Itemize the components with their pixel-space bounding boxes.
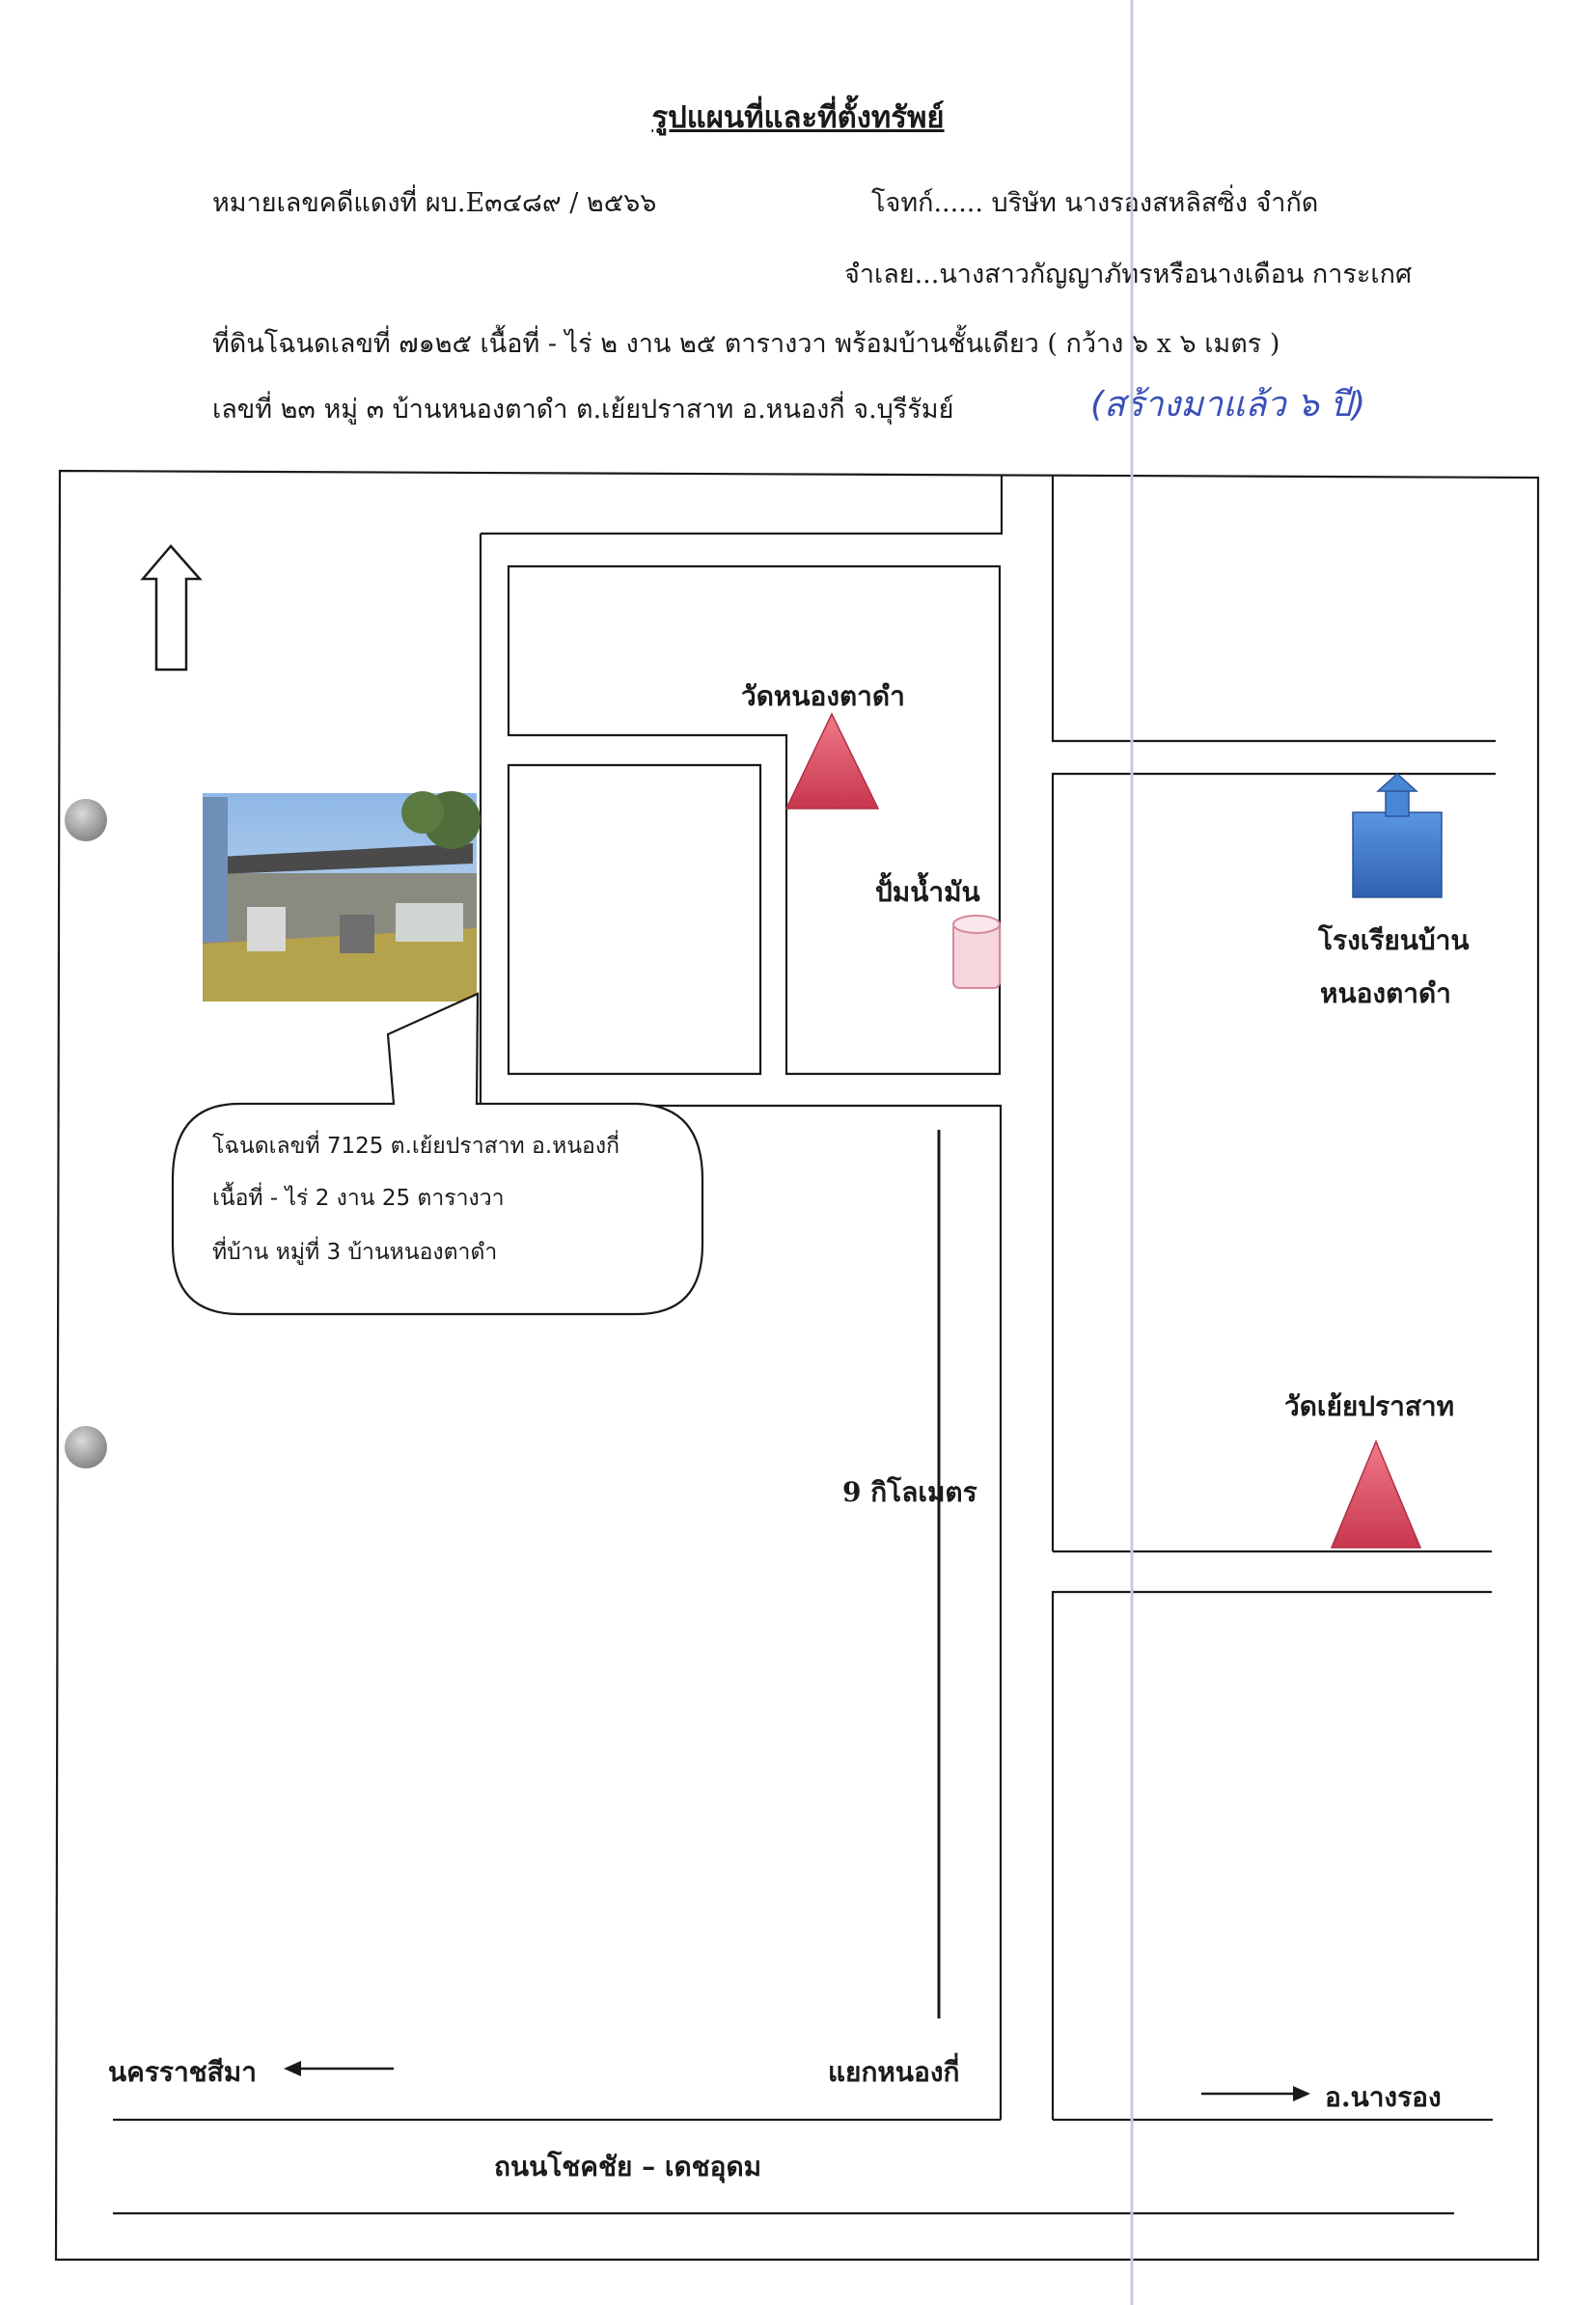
- road-edge: [481, 476, 1004, 535]
- distance-label: 9 กิโลเมตร: [842, 1476, 977, 1508]
- case-number: หมายเลขคดีแดงที่ ผบ.E๓๔๘๙ / ๒๕๖๖: [212, 188, 657, 218]
- property-photo: [203, 791, 481, 1002]
- plaintiff: โจทก์...... บริษัท นางรองสหลิสซิ่ง จำกัด: [871, 188, 1319, 218]
- block: [507, 763, 762, 1076]
- direction-right-label: อ.นางรอง: [1325, 2081, 1442, 2113]
- temple-label: วัดเย้ยปราสาท: [1284, 1390, 1455, 1422]
- direction-left-label: นครราชสีมา: [108, 2056, 257, 2088]
- school-icon: [1352, 772, 1443, 898]
- callout-area: เนื้อที่ - ไร่ 2 งาน 25 ตารางวา: [212, 1186, 505, 1211]
- left-arrow-icon: [284, 2061, 394, 2076]
- road-edge: [1051, 476, 1496, 743]
- map-frame: [54, 469, 1540, 2262]
- land-description: ที่ดินโฉนดเลขที่ ๗๑๒๕ เนื้อที่ - ไร่ ๒ ง…: [212, 329, 1280, 359]
- handwritten-note: (สร้างมาแล้ว ๖ ปี): [1090, 385, 1366, 425]
- page-title: รูปแผนที่และที่ตั้งทรัพย์: [651, 100, 945, 135]
- school-label: หนองตาดำ: [1320, 977, 1451, 1009]
- address-line: เลขที่ ๒๓ หมู่ ๓ บ้านหนองตาดำ ต.เย้ยปราส…: [212, 395, 954, 425]
- gas-station-label: ปั้มน้ำมัน: [875, 876, 980, 908]
- callout-deed: โฉนดเลขที่ 7125 ต.เย้ยปราสาท อ.หนองกี่: [212, 1134, 620, 1159]
- road-name: ถนนโชคชัย – เดชอุดม: [494, 2151, 762, 2182]
- road-edge: [1051, 1590, 1492, 2120]
- temple-icon: [784, 712, 880, 809]
- right-arrow-icon: [1201, 2086, 1310, 2101]
- temple-icon: [1330, 1440, 1422, 1549]
- north-arrow-icon: [140, 544, 203, 672]
- school-label: โรงเรียนบ้าน: [1318, 924, 1470, 956]
- junction-label: แยกหนองกี่: [828, 2056, 960, 2088]
- gas-station-icon: [952, 915, 1001, 989]
- block: [507, 564, 1002, 1076]
- defendant: จำเลย...นางสาวกัญญาภัทรหรือนางเดือน การะ…: [844, 260, 1413, 289]
- road-edge: [479, 534, 1003, 2120]
- callout-location: ที่บ้าน หมู่ที่ 3 บ้านหนองตาดำ: [212, 1240, 498, 1265]
- road-edge: [1051, 772, 1496, 1551]
- callout-bubble: [171, 992, 704, 1316]
- punch-hole: [65, 799, 107, 841]
- temple-label: วัดหนองตาดำ: [741, 680, 905, 712]
- punch-hole: [65, 1426, 107, 1468]
